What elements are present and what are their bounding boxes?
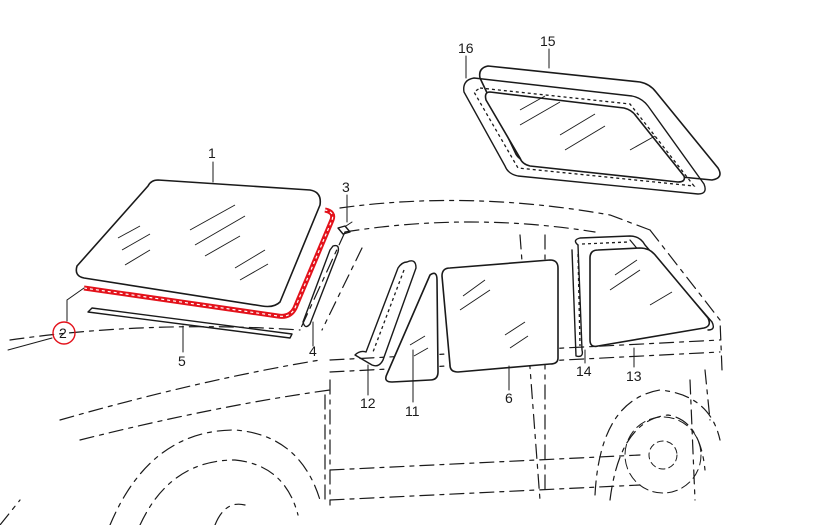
label-part-12[interactable]: 12 — [360, 395, 376, 411]
label-part-5[interactable]: 5 — [178, 353, 186, 369]
rear-quarter-glass-part-13 — [589, 247, 711, 348]
label-part-13[interactable]: 13 — [626, 368, 642, 384]
label-part-2[interactable]: 2 — [59, 325, 67, 341]
rear-glass-seal-part-16 — [463, 77, 706, 195]
label-part-15[interactable]: 15 — [540, 33, 556, 49]
label-part-3[interactable]: 3 — [342, 179, 350, 195]
leader-lines — [7, 48, 635, 403]
windshield-seal-part-2 — [83, 207, 336, 319]
rear-quarter-seal-part-14 — [571, 235, 715, 358]
part-labels: 1 2 3 4 5 6 11 12 13 14 15 16 — [59, 33, 642, 419]
label-part-4[interactable]: 4 — [309, 343, 317, 359]
quarter-glass-part-11 — [385, 272, 439, 383]
label-part-11[interactable]: 11 — [405, 403, 420, 419]
door-glass-part-6 — [441, 259, 559, 373]
highlight-circle — [52, 321, 76, 345]
pillar-trim-part-3 — [337, 221, 353, 235]
pillar-trim-part-4 — [302, 244, 340, 328]
label-part-14[interactable]: 14 — [576, 363, 592, 379]
label-part-16[interactable]: 16 — [458, 40, 474, 56]
quarter-seal-part-12 — [354, 260, 417, 367]
lower-trim-part-5 — [87, 307, 293, 339]
label-part-6[interactable]: 6 — [505, 390, 513, 406]
windshield-part-1 — [75, 179, 322, 308]
label-part-1[interactable]: 1 — [208, 145, 216, 161]
